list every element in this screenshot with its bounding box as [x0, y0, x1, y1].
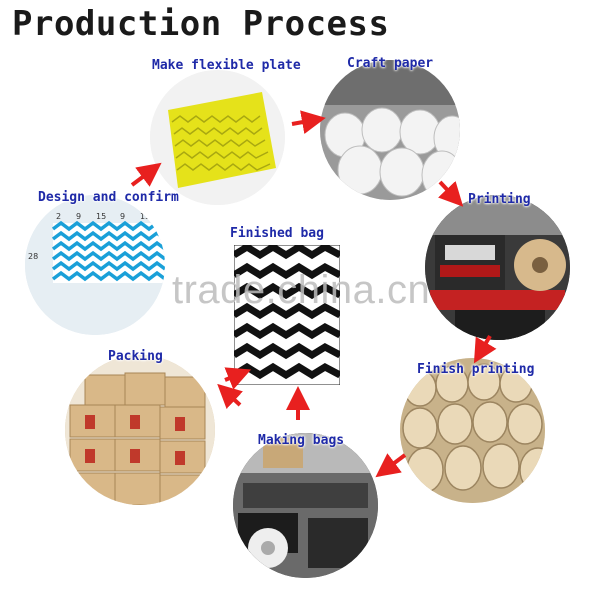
arrow-icon: [375, 453, 407, 478]
page-title: Production Process: [12, 4, 390, 44]
finish-printing-circle: [400, 358, 545, 503]
bag-machine-image: [233, 433, 378, 578]
step-label-finish-printing: Finish printing: [417, 362, 535, 377]
step-label-making-bags: Making bags: [258, 433, 345, 448]
ruler-tick: 2: [56, 212, 61, 221]
cartons-image: [65, 355, 215, 505]
watermark-text: trade.china.cn: [172, 268, 431, 312]
plate-circle: [150, 70, 285, 205]
finished-bag-image: [232, 242, 342, 386]
step-label-paper: Craft paper: [347, 56, 434, 71]
step-label-plate: Make flexible plate: [152, 58, 301, 73]
arrow-icon: [291, 110, 326, 134]
arrow-icon: [473, 334, 497, 364]
ruler-tick: 28: [28, 252, 38, 261]
step-label-packing: Packing: [108, 349, 163, 364]
step-label-printing: Printing: [468, 192, 531, 207]
arrow-icon: [438, 180, 464, 207]
flexible-plate-image: [150, 70, 285, 205]
arrow-icon: [217, 383, 243, 409]
packing-circle: [65, 355, 215, 505]
making-bags-circle: [233, 433, 378, 578]
step-label-finished: Finished bag: [230, 226, 324, 241]
ruler-tick: 15: [96, 212, 106, 221]
step-label-design: Design and confirm: [38, 190, 179, 205]
printed-rolls-image: [400, 358, 545, 503]
ruler-tick: 15: [140, 212, 150, 221]
zigzag-pattern-image: 2 9 15 9 15 28: [25, 195, 165, 335]
ruler-tick: 9: [120, 212, 125, 221]
arrow-icon: [130, 162, 162, 187]
arrow-icon: [224, 367, 252, 390]
ruler-tick: 9: [76, 212, 81, 221]
design-circle: 2 9 15 9 15 28: [25, 195, 165, 335]
